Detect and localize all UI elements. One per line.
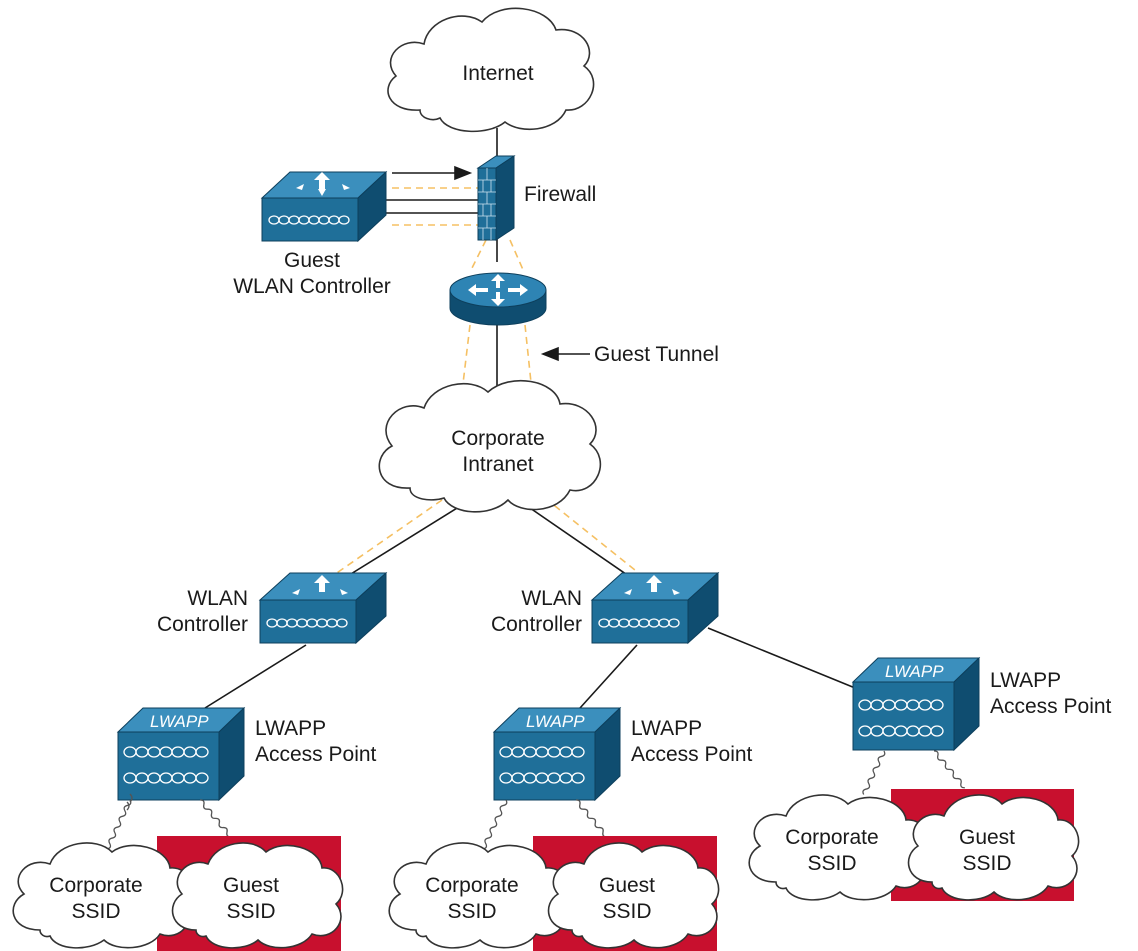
wlan-controller-left-line-2: Controller (156, 613, 248, 636)
guest-ssid-left-label: Guest SSID (196, 873, 306, 925)
access-point-middle-line-2: Access Point (631, 743, 753, 766)
corporate-ssid-middle-label: Corporate SSID (410, 873, 534, 925)
guest-ssid-cloud-middle (547, 842, 720, 949)
lwapp-access-point-left-icon: LWAPP (116, 706, 246, 802)
corporate-ssid-middle-line-2: SSID (447, 900, 497, 923)
corporate-ssid-left-line-2: SSID (71, 900, 121, 923)
access-point-right-line-1: LWAPP (990, 669, 1062, 692)
guest-wlan-controller-icon (260, 170, 388, 243)
lwapp-access-point-right-icon: LWAPP (851, 656, 981, 752)
lwapp-badge-text: LWAPP (526, 712, 585, 731)
access-point-left-line-2: Access Point (255, 743, 377, 766)
guest-wlc-line-1: Guest (283, 249, 341, 272)
lwapp-badge-text: LWAPP (885, 662, 944, 681)
wlan-controller-middle-icon (590, 571, 720, 645)
corporate-ssid-right-label: Corporate SSID (770, 825, 894, 877)
lwapp-access-point-middle-icon: LWAPP (492, 706, 622, 802)
guest-ssid-cloud-right (907, 794, 1080, 901)
access-point-middle-line-1: LWAPP (631, 717, 703, 740)
guest-ssid-right-label: Guest SSID (932, 825, 1042, 877)
wireless-coil-cables (107, 750, 965, 850)
arrows (392, 165, 590, 362)
guest-tunnel-label: Guest Tunnel (594, 342, 719, 368)
corporate-ssid-right-line-2: SSID (807, 852, 857, 875)
corporate-ssid-middle-line-1: Corporate (425, 874, 519, 897)
corporate-intranet-line-1: Corporate (451, 427, 545, 450)
guest-ssid-middle-line-1: Guest (598, 874, 656, 897)
corporate-intranet-line-2: Intranet (462, 453, 534, 476)
lwapp-badge-text: LWAPP (150, 712, 209, 731)
firewall-text: Firewall (524, 183, 597, 206)
internet-text: Internet (462, 62, 534, 85)
guest-ssid-right-line-1: Guest (958, 826, 1016, 849)
access-point-left-line-1: LWAPP (255, 717, 327, 740)
access-point-left-label: LWAPP Access Point (255, 716, 376, 768)
guest-ssid-left-line-2: SSID (226, 900, 276, 923)
guest-wlan-controller-label: Guest WLAN Controller (232, 248, 392, 300)
guest-ssid-middle-line-2: SSID (602, 900, 652, 923)
guest-tunnel-text: Guest Tunnel (594, 343, 719, 366)
corporate-intranet-label: Corporate Intranet (418, 426, 578, 478)
internet-label: Internet (438, 61, 558, 87)
links (204, 128, 861, 709)
corporate-intranet-cloud (378, 379, 602, 513)
corporate-ssid-left-line-1: Corporate (49, 874, 143, 897)
access-point-right-line-2: Access Point (990, 695, 1112, 718)
router-icon (449, 272, 547, 326)
wlan-controller-left-icon (258, 571, 388, 645)
guest-ssid-left-line-1: Guest (222, 874, 280, 897)
firewall-label: Firewall (524, 182, 596, 208)
internet-cloud (387, 7, 595, 133)
wlan-controller-middle-label: WLAN Controller (452, 586, 582, 638)
corporate-ssid-left-label: Corporate SSID (34, 873, 158, 925)
guest-ssid-cloud-left (171, 842, 344, 949)
wlan-controller-middle-line-2: Controller (490, 613, 582, 636)
guest-wlc-line-2: WLAN Controller (233, 275, 391, 298)
guest-ssid-right-line-2: SSID (962, 852, 1012, 875)
wlan-controller-middle-line-1: WLAN (521, 587, 582, 610)
firewall-icon (476, 155, 516, 241)
wlan-controller-left-line-1: WLAN (187, 587, 248, 610)
guest-ssid-middle-label: Guest SSID (572, 873, 682, 925)
access-point-middle-label: LWAPP Access Point (631, 716, 752, 768)
access-point-right-label: LWAPP Access Point (990, 668, 1111, 720)
wlan-controller-left-label: WLAN Controller (120, 586, 248, 638)
corporate-ssid-right-line-1: Corporate (785, 826, 879, 849)
guest-tunnel-lines (317, 187, 651, 587)
